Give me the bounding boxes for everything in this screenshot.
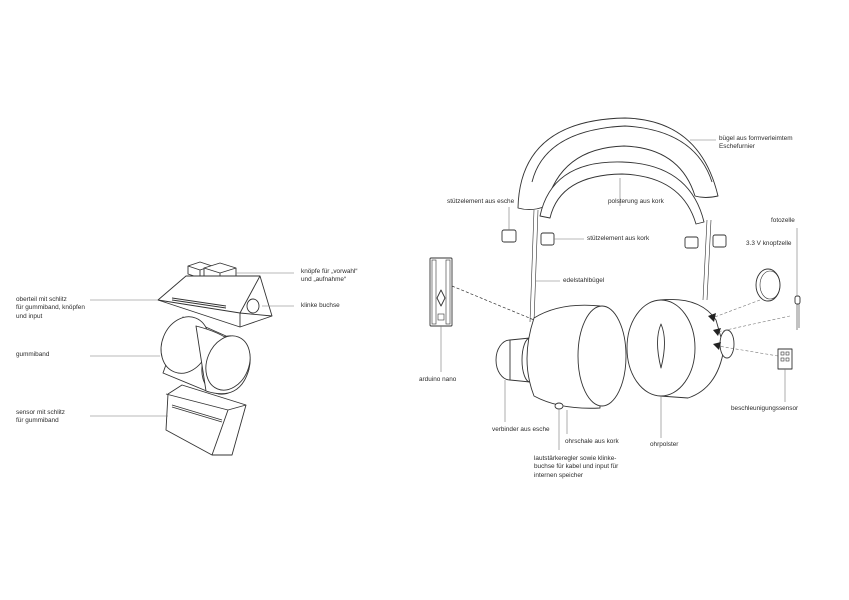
- sensor-piece: [165, 384, 247, 456]
- label-ohrschale: ohrschale aus kork: [565, 438, 619, 445]
- arduino-arrow: [451, 285, 569, 335]
- headband-padding: [539, 161, 705, 225]
- label-klinke: klinke buchse: [301, 302, 340, 309]
- arduino-board: [429, 257, 453, 327]
- steel-bars: [529, 209, 712, 323]
- label-knopfzelle: 3.3 V knopfzelle: [746, 240, 792, 247]
- label-verbinder: verbinder aus esche: [492, 426, 550, 433]
- label-gummiband: gummiband: [16, 351, 50, 358]
- accelerometer: [777, 348, 793, 370]
- label-ohrpolster: ohrpolster: [650, 441, 679, 448]
- label-fotozelle: fotozelle: [771, 217, 795, 224]
- ear-pad: [626, 299, 735, 399]
- gummiband-piece: [160, 316, 251, 395]
- label-beschleunigung: beschleunigungssensor: [731, 405, 799, 412]
- ear-cup: [526, 304, 627, 410]
- sensor-arrows: [708, 299, 791, 357]
- label-edelstahl: edelstahlbügel: [563, 277, 605, 284]
- label-regler: lautstärkeregler sowie klinke-buchse für…: [534, 455, 619, 479]
- label-knoepfe: knöpfe für „vorwahl“und „aufnahme“: [301, 268, 358, 284]
- label-arduino: arduino nano: [419, 376, 457, 383]
- photocell: [794, 295, 801, 330]
- oberteil-piece: [157, 275, 273, 328]
- label-stuetz-esche: stützelement aus esche: [447, 198, 515, 205]
- coin-cell: [755, 268, 781, 302]
- label-stuetz-kork: stützelement aus kork: [587, 235, 650, 242]
- label-polsterung: polsterung aus kork: [608, 198, 664, 205]
